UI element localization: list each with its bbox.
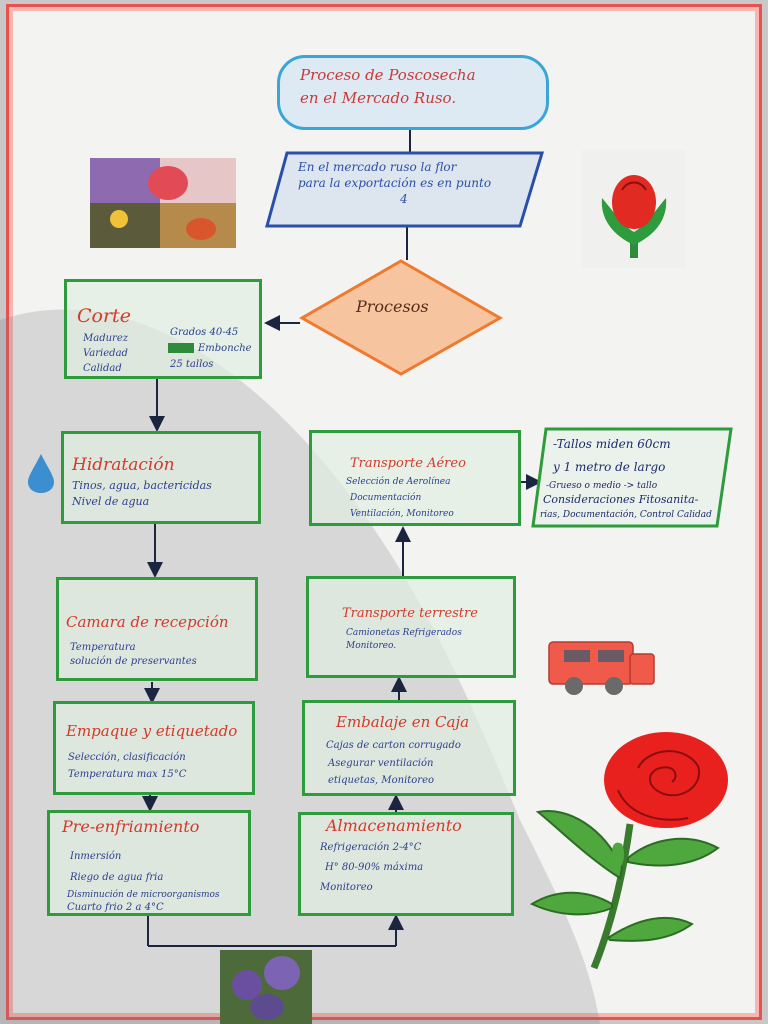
hidratacion-box	[61, 431, 261, 524]
intro-parallelogram	[265, 151, 545, 228]
hidratacion-line-1: Tinos, agua, bactericidas	[72, 479, 212, 492]
truck-drawing	[548, 641, 655, 695]
preenfriamiento-line-1: Inmersión	[70, 851, 122, 862]
note-line-1: -Tallos miden 60cm	[553, 437, 671, 451]
decision-diamond	[298, 259, 504, 376]
corte-box	[64, 279, 262, 379]
rose-drawing	[529, 732, 728, 970]
flowers-photo	[90, 158, 236, 248]
empaque-title: Empaque y etiquetado	[66, 722, 238, 740]
embalaje-line-3: etiquetas, Monitoreo	[328, 775, 435, 786]
preenfriamiento-line-2: Riego de agua fria	[70, 872, 164, 883]
title-box	[277, 55, 549, 130]
hidratacion-title: Hidratación	[72, 455, 175, 475]
empaque-line-1: Selección, clasificación	[68, 752, 186, 763]
corte-right-2: Embonche	[198, 343, 252, 354]
rosebud-drawing	[582, 150, 686, 268]
embalaje-box	[302, 700, 516, 796]
empaque-line-2: Temperatura max 15°C	[68, 769, 187, 780]
note-line-4: Consideraciones Fitosanita-	[543, 493, 699, 506]
camara-line-1: Temperatura	[70, 642, 136, 653]
camara-box	[56, 577, 258, 681]
aereo-line-3: Ventilación, Monitoreo	[350, 509, 454, 519]
note-line-3: -Grueso o medio -> tallo	[546, 481, 658, 491]
corte-right-1: Grados 40-45	[170, 327, 239, 338]
embalaje-line-2: Asegurar ventilación	[328, 758, 434, 769]
corte-left-1: Madurez	[83, 333, 129, 344]
embalaje-line-1: Cajas de carton corrugado	[326, 740, 461, 751]
hidratacion-line-2: Nivel de agua	[72, 495, 150, 508]
aereo-line-2: Documentación	[350, 493, 422, 503]
water-drop-icon	[28, 454, 54, 493]
almacenamiento-title: Almacenamiento	[326, 816, 462, 835]
decision-label: Procesos	[356, 297, 429, 316]
title-line-2: en el Mercado Ruso.	[300, 89, 457, 107]
corte-green-mark	[168, 343, 194, 353]
preenfriamiento-title: Pre-enfriamiento	[62, 817, 200, 836]
almacenamiento-line-2: H° 80-90% máxima	[325, 862, 424, 873]
camara-title: Camara de recepción	[66, 613, 229, 631]
bottom-flowers-photo	[220, 950, 312, 1024]
terrestre-line-2: Monitoreo.	[346, 641, 397, 651]
note-parallelogram	[531, 427, 733, 528]
corte-right-3: 25 tallos	[170, 359, 214, 370]
title-line-1: Proceso de Poscosecha	[300, 66, 476, 84]
corte-title: Corte	[77, 305, 131, 327]
intro-line-3: 4	[400, 192, 408, 206]
corte-left-3: Calidad	[83, 363, 122, 374]
almacenamiento-box	[298, 812, 514, 916]
camara-line-2: solución de preservantes	[70, 656, 197, 667]
almacenamiento-line-3: Monitoreo	[320, 882, 373, 893]
terrestre-title: Transporte terrestre	[342, 606, 478, 621]
preenfriamiento-line-3: Disminución de microorganismos	[67, 890, 220, 900]
note-line-5: rias, Documentación, Control Calidad	[540, 510, 712, 520]
aereo-box	[309, 430, 521, 526]
corte-left-2: Variedad	[83, 348, 128, 359]
intro-line-1: En el mercado ruso la flor	[298, 160, 457, 174]
preenfriamiento-line-4: Cuarto frio 2 a 4°C	[67, 902, 164, 913]
note-line-2: y 1 metro de largo	[553, 460, 666, 474]
aereo-title: Transporte Aéreo	[350, 456, 466, 471]
terrestre-box	[306, 576, 516, 678]
empaque-box	[53, 701, 255, 795]
preenfriamiento-box	[47, 810, 251, 916]
aereo-line-1: Selección de Aerolínea	[346, 477, 451, 487]
intro-line-2: para la exportación es en punto	[298, 176, 492, 190]
terrestre-line-1: Camionetas Refrigerados	[346, 628, 462, 638]
almacenamiento-line-1: Refrigeración 2-4°C	[320, 842, 422, 853]
embalaje-title: Embalaje en Caja	[336, 713, 470, 731]
